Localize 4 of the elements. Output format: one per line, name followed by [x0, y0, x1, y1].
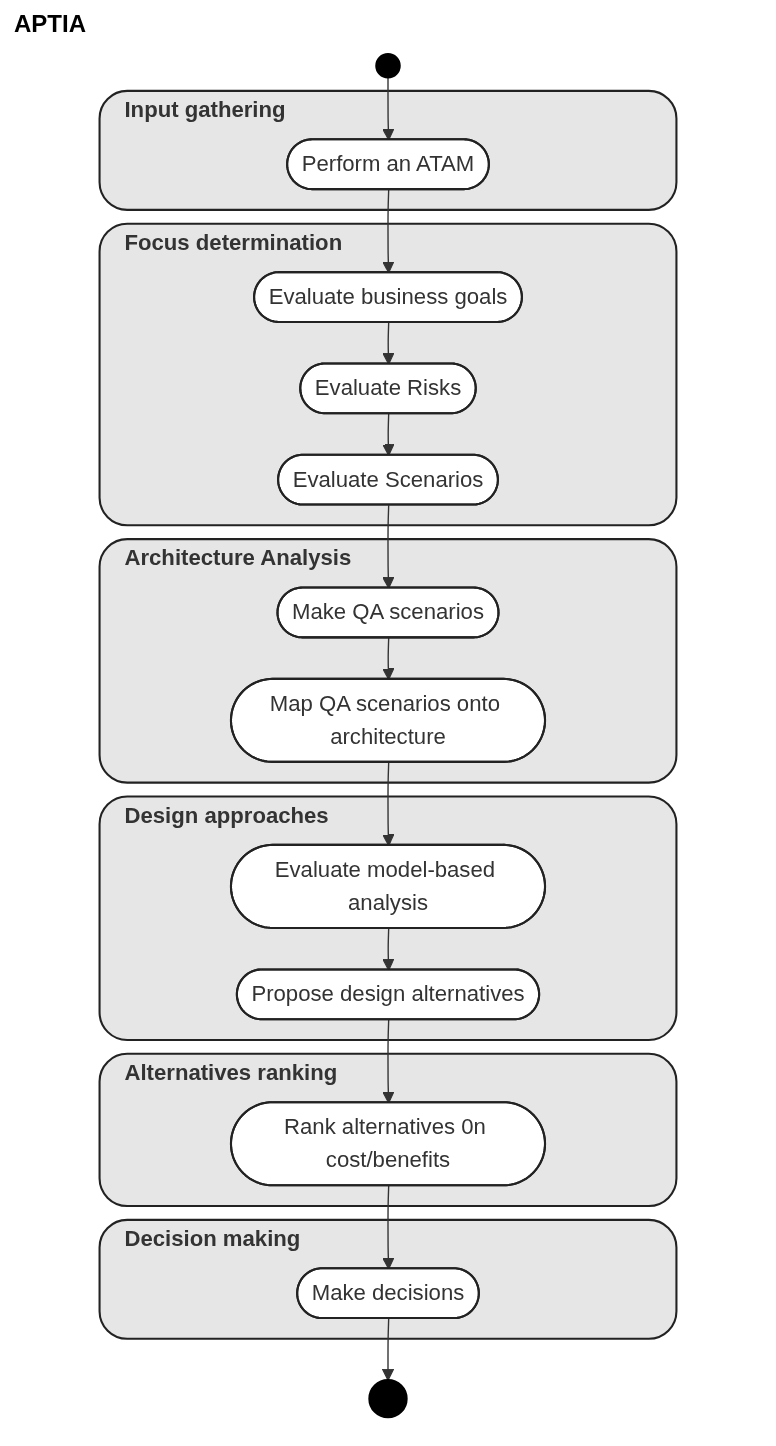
node-circle — [375, 52, 401, 79]
arrow — [381, 1318, 395, 1381]
diagram-title: APTIA — [14, 10, 86, 38]
node-circle — [368, 1378, 408, 1419]
